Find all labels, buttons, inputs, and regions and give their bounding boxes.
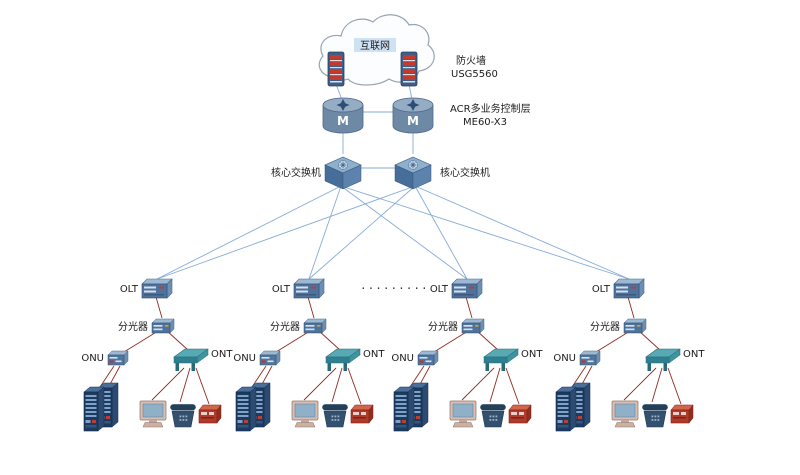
- access-group-4: OLT 分光器 ONU ONT: [553, 278, 705, 432]
- olt-ellipsis: .........: [360, 279, 429, 292]
- onu-label-2: ONU: [233, 353, 256, 364]
- firewall-model-label: USG5560: [451, 69, 498, 80]
- onu-icon-2: [259, 350, 281, 366]
- access-links: [407, 296, 520, 405]
- splitter-label-2: 分光器: [270, 320, 300, 333]
- core-switch-left-label: 核心交换机: [271, 166, 321, 179]
- onu-icon-1: [107, 350, 129, 366]
- router-label: ACR多业务控制层: [450, 102, 531, 115]
- ont-label-4: ONT: [683, 349, 705, 360]
- ont-label-2: ONT: [363, 349, 385, 360]
- ont-label-1: ONT: [211, 349, 233, 360]
- ont-label-3: ONT: [521, 349, 543, 360]
- ont-icon-4: [645, 348, 681, 372]
- splitter-icon-1: [151, 318, 175, 334]
- ont-icon-1: [173, 348, 209, 372]
- core-switch-right-label: 核心交换机: [440, 166, 490, 179]
- splitter-label-4: 分光器: [590, 320, 620, 333]
- olt-icon-2: [293, 278, 325, 299]
- onu-icon-4: [579, 350, 601, 366]
- monitor-icon-3: [449, 400, 477, 428]
- phone-icon-4: [642, 404, 668, 428]
- splitter-label-3: 分光器: [428, 320, 458, 333]
- server-icon-3a: [393, 386, 415, 432]
- splitter-icon-2: [303, 318, 327, 334]
- access-group-3: OLT 分光器 ONU ONT: [391, 278, 543, 432]
- onu-icon-3: [417, 350, 439, 366]
- firewall-label: 防火墙: [456, 54, 486, 67]
- access-links: [249, 296, 362, 405]
- internet-label-highlight: [354, 38, 396, 52]
- core-switch-icon-right: [394, 156, 432, 190]
- onu-label-4: ONU: [553, 353, 576, 364]
- ont-icon-2: [325, 348, 361, 372]
- firewall-icon-left: [327, 51, 345, 87]
- ip-phone-icon-1: [198, 404, 222, 424]
- olt-icon-4: [613, 278, 645, 299]
- router-model-label: ME60-X3: [463, 117, 507, 128]
- internet-label: 互联网: [360, 40, 390, 52]
- splitter-icon-3: [461, 318, 485, 334]
- monitor-icon-4: [611, 400, 639, 428]
- firewall-icon-right: [400, 51, 418, 87]
- onu-label-3: ONU: [391, 353, 414, 364]
- phone-icon-3: [480, 404, 506, 428]
- access-links: [97, 296, 210, 405]
- olt-icon-3: [451, 278, 483, 299]
- core-switch-icon-left: [324, 156, 362, 190]
- olt-label-4: OLT: [592, 284, 611, 295]
- router-icon-left: [322, 97, 364, 134]
- server-icon-2a: [235, 386, 257, 432]
- ip-phone-icon-2: [350, 404, 374, 424]
- splitter-label-1: 分光器: [118, 320, 148, 333]
- backbone-links: [156, 83, 630, 280]
- server-icon-4a: [555, 386, 577, 432]
- olt-label-1: OLT: [120, 284, 139, 295]
- server-icon-1a: [83, 386, 105, 432]
- access-group-1: OLT 分光器 ONU ONT: [81, 278, 233, 432]
- olt-label-2: OLT: [272, 284, 291, 295]
- ip-phone-icon-3: [508, 404, 532, 424]
- monitor-icon-1: [139, 400, 167, 428]
- phone-icon-2: [322, 404, 348, 428]
- ont-icon-3: [483, 348, 519, 372]
- phone-icon-1: [170, 404, 196, 428]
- access-links: [569, 296, 682, 405]
- olt-icon-1: [141, 278, 173, 299]
- access-group-2: OLT 分光器 ONU ONT: [233, 278, 385, 432]
- splitter-icon-4: [623, 318, 647, 334]
- olt-label-3: OLT: [430, 284, 449, 295]
- router-icon-right: [392, 97, 434, 134]
- onu-label-1: ONU: [81, 353, 104, 364]
- monitor-icon-2: [291, 400, 319, 428]
- ip-phone-icon-4: [670, 404, 694, 424]
